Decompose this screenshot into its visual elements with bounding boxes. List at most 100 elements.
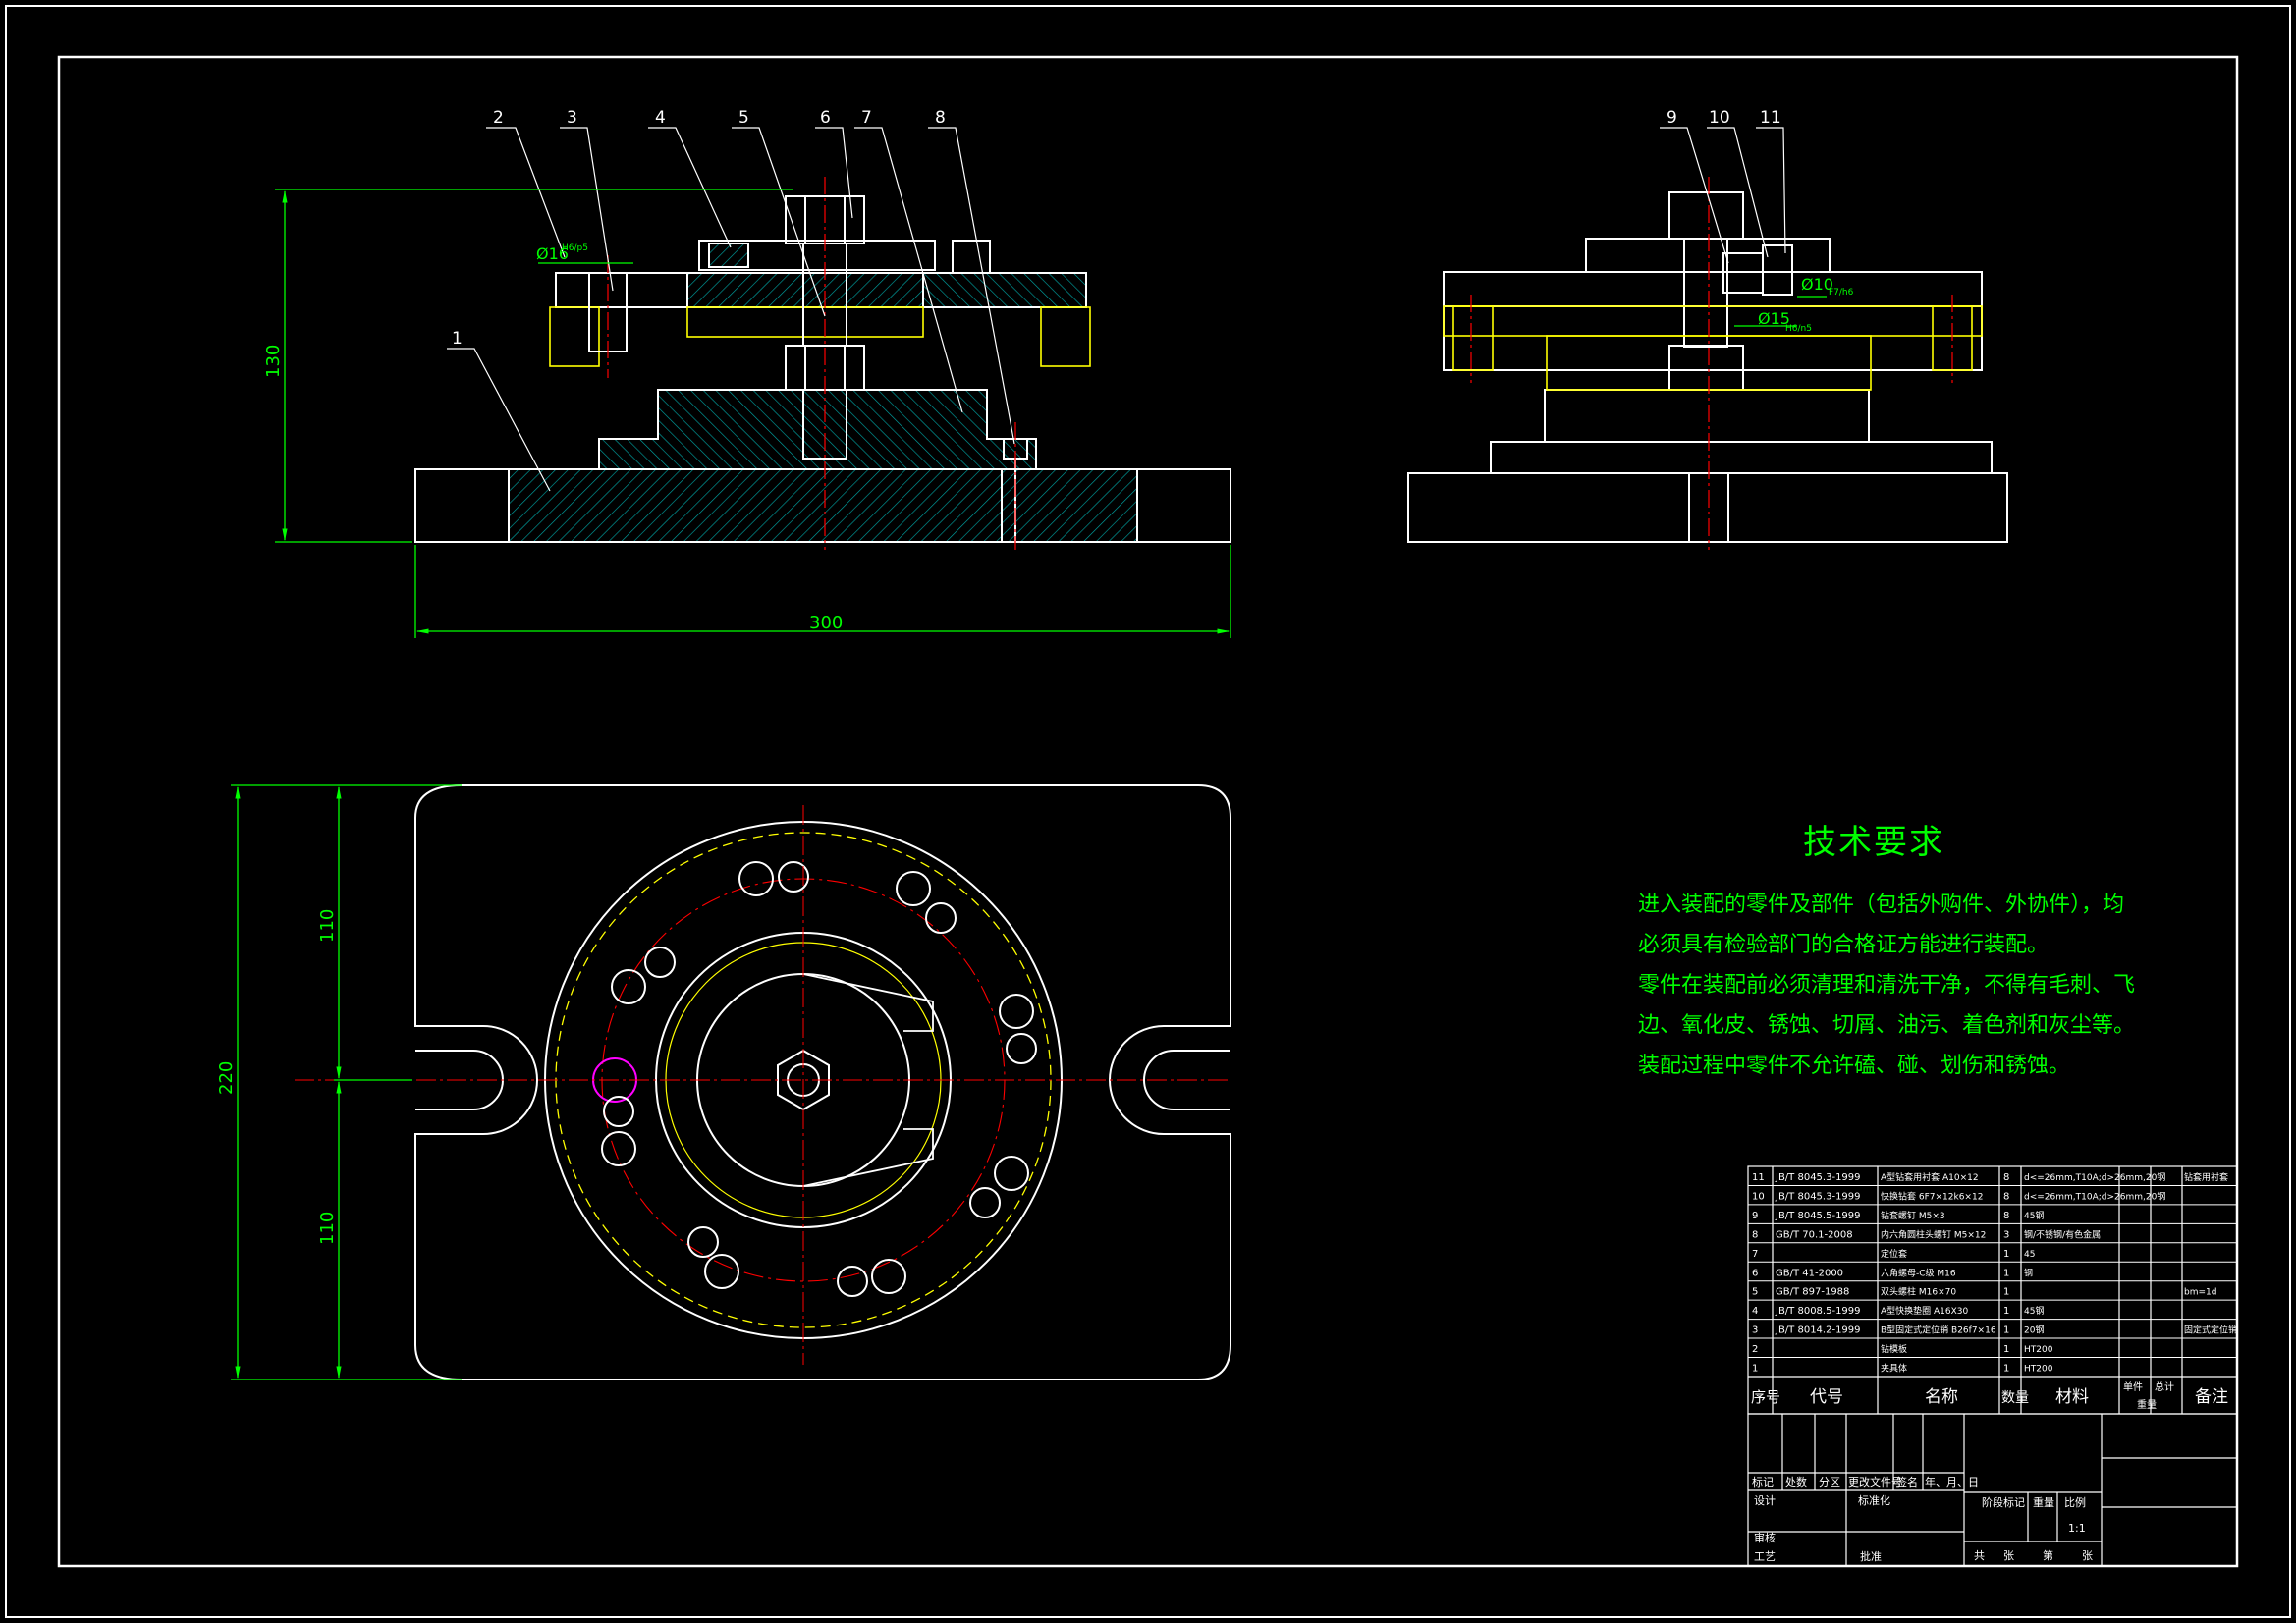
tb-cell: 签名 [1896,1475,1918,1488]
tech-line: 必须具有检验部门的合格证方能进行装配。 [1638,933,2050,957]
tb-cell: 分区 [1819,1476,1840,1488]
tb-sheets: 第 [2043,1548,2053,1562]
drill-bushings [601,861,1037,1297]
bom-cell-no: 4 [1752,1306,1758,1317]
bom-cell-qty: 1 [2003,1325,2009,1336]
tb-cell: 处数 [1785,1476,1807,1488]
bom-cell-name: 快换钻套 6F7×12k6×12 [1881,1190,1983,1202]
tech-line: 进入装配的零件及部件（包括外购件、外协件），均 [1638,893,2125,917]
bom-cell-material: 45 [2024,1250,2035,1260]
tb-standard: 标准化 [1858,1493,1890,1507]
inner-frame [57,55,2239,1568]
bom-cell-no: 10 [1752,1191,1765,1202]
bom-cell-code: GB/T 897-1988 [1776,1287,1849,1298]
part-label: 8 [935,108,946,128]
bom-cell-no: 8 [1752,1229,1758,1240]
tb-cell: 标记 [1752,1475,1774,1488]
bom-cell-name: 定位套 [1881,1248,1907,1260]
tech-title: 技术要求 [1803,823,1944,862]
part-label: 7 [861,108,872,128]
part-label: 4 [655,108,666,128]
side-view [1407,191,2008,543]
bom-cell-code: GB/T 70.1-2008 [1776,1229,1853,1240]
bom-cell-no: 11 [1752,1172,1765,1183]
tb-process: 工艺 [1754,1550,1776,1563]
bom-header-code: 代号 [1810,1387,1843,1407]
tb-cell: 年、月、日 [1925,1475,1979,1488]
bom-cell-code: JB/T 8008.5-1999 [1775,1306,1861,1317]
side-part-labels: 9 10 11 [1667,108,1781,128]
bom-cell-name: B型固定式定位销 B26f7×16 [1881,1325,1996,1336]
dim-fit-right-2-tol: F7/h6 [1829,288,1854,298]
tb-sheets: 张 [2082,1549,2093,1562]
bom-header-name: 名称 [1925,1387,1958,1407]
part-label: 11 [1760,108,1781,128]
bom-header-unit: 单件 [2123,1381,2143,1393]
bom-cell-qty: 3 [2003,1229,2009,1240]
tb-design: 设计 [1754,1494,1776,1507]
bom-cell-no: 1 [1752,1364,1758,1375]
dim-plan-half-top: 110 [317,909,338,943]
bom-cell-name: 双头螺柱 M16×70 [1881,1286,1956,1298]
bom-header-note: 备注 [2195,1387,2228,1407]
bom-cell-no: 9 [1752,1211,1758,1221]
dim-plan-total: 220 [216,1061,237,1095]
tb-stage-mark: 阶段标记 [1982,1495,2025,1509]
tech-line: 边、氧化皮、锈蚀、切屑、油污、着色剂和灰尘等。 [1638,1013,2136,1038]
dim-plan-half-bottom: 110 [317,1212,338,1245]
bom-cell-qty: 1 [2003,1364,2009,1375]
technical-requirements: 技术要求 进入装配的零件及部件（包括外购件、外协件），均 必须具有检验部门的合格… [1638,815,2136,1086]
bom-cell-note: bm=1d [2184,1288,2216,1298]
bom-cell-code: JB/T 8045.3-1999 [1775,1172,1861,1183]
bom-header-total: 总计 [2155,1380,2174,1393]
bom-cell-qty: 8 [2003,1172,2009,1183]
part-label: 6 [820,108,831,128]
part-label: 1 [452,329,463,349]
bom-cell-name: 钻套螺钉 M5×3 [1881,1210,1945,1221]
bom-cell-qty: 8 [2003,1211,2009,1221]
bom-cell-code: GB/T 41-2000 [1776,1268,1843,1278]
bom-cell-qty: 8 [2003,1191,2009,1202]
tech-line: 装配过程中零件不允许磕、碰、划伤和锈蚀。 [1638,1054,2071,1078]
bom-cell-name: 内六角圆柱头螺钉 M5×12 [1881,1228,1986,1240]
tb-review: 审核 [1754,1531,1776,1544]
bom-cell-no: 2 [1752,1344,1758,1355]
title-block-text: 标记 处数 分区 更改文件号 签名 年、月、日 设计 标准化 阶段标记 重量 比… [1752,1475,2093,1563]
dim-fit-left-tol: H6/p5 [562,243,588,253]
bom-cell-qty: 1 [2003,1268,2009,1278]
plan-view [414,784,1231,1380]
dim-fit-right-2: Ø10 [1801,275,1833,294]
part-label: 10 [1709,108,1730,128]
bom-cell-material: 钢/不锈钢/有色金属 [2024,1228,2101,1240]
dim-width: 300 [809,613,843,633]
front-part-labels: 2 3 4 5 6 7 8 1 [452,108,946,349]
outer-frame [5,5,2291,1618]
bom-cell-no: 7 [1752,1249,1758,1260]
front-section-view [414,195,1231,543]
bom-cell-material: d<=26mm,T10A;d>26mm,20钢 [2024,1190,2165,1202]
tech-line: 零件在装配前必须清理和清洗干净，不得有毛刺、飞 [1638,973,2136,998]
bom-cell-qty: 1 [2003,1287,2009,1298]
bom-cell-code: JB/T 8014.2-1999 [1775,1325,1861,1336]
part-label: 5 [738,108,749,128]
tb-cell: 更改文件号 [1848,1475,1902,1488]
bom-cell-name: A型快换垫圈 A16X30 [1881,1305,1969,1317]
bom-cell-material: d<=26mm,T10A;d>26mm,20钢 [2024,1171,2165,1183]
bom-cell-no: 6 [1752,1268,1758,1278]
part-label: 3 [567,108,577,128]
bom-cell-material: HT200 [2024,1365,2053,1375]
bom-cell-qty: 1 [2003,1344,2009,1355]
bom-cell-name: 夹具体 [1881,1363,1907,1375]
bom-cell-material: 20钢 [2024,1325,2044,1336]
bom-header-material: 材料 [2055,1387,2089,1407]
bom-cell-name: 钻模板 [1881,1343,1907,1355]
bom-cell-material: HT200 [2024,1345,2053,1355]
bom-cell-name: 六角螺母-C级 M16 [1881,1267,1956,1278]
dim-fit-right-1-tol: H6/n5 [1785,324,1812,334]
bom-header-no: 序号 [1751,1388,1780,1406]
bom-cell-qty: 1 [2003,1249,2009,1260]
dim-height: 130 [263,345,284,378]
dim-fit-right-1: Ø15 [1758,309,1790,328]
